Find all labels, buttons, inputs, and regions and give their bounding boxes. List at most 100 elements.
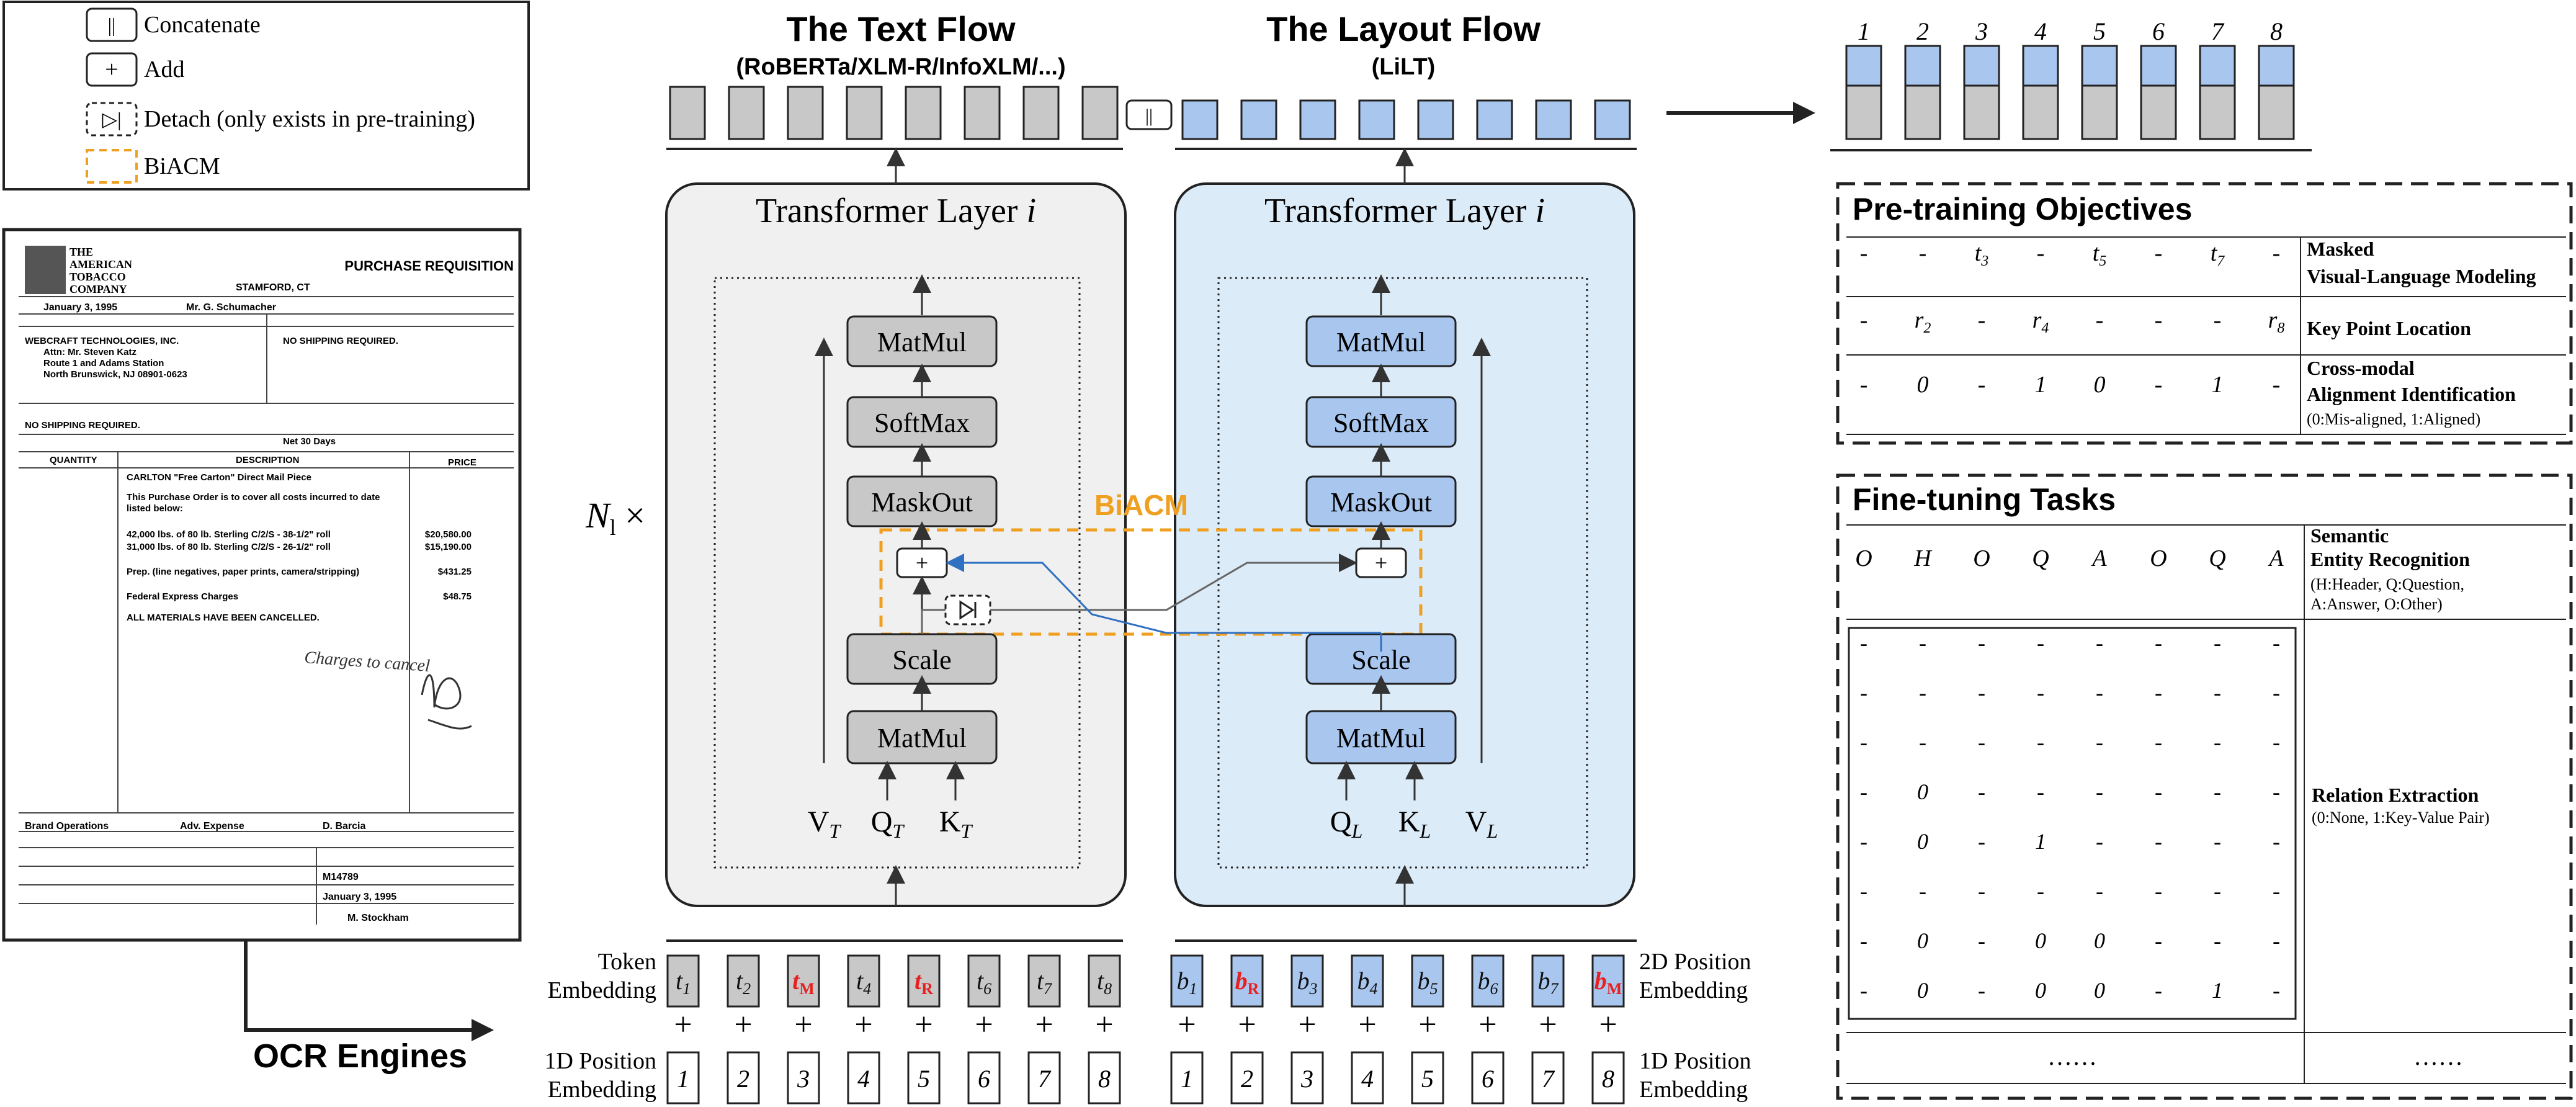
output-layout-part (2258, 45, 2295, 87)
doc-col-quantity: QUANTITY (50, 455, 97, 465)
company-line-1: AMERICAN (69, 258, 132, 271)
text-token-label: t4 (856, 967, 871, 998)
pt-cell: - (2037, 240, 2045, 266)
company-line-2: TOBACCO (69, 271, 126, 283)
output-text-part (2022, 84, 2059, 140)
biacm-region (879, 528, 1423, 636)
re-cell: - (2214, 879, 2221, 903)
pt-cell: - (2155, 372, 2163, 398)
doc-supplier-0: WEBCRAFT TECHNOLOGIES, INC. (25, 336, 179, 346)
re-cell: - (2155, 879, 2162, 903)
re-cell: 0 (2035, 978, 2046, 1003)
text-input-1: QT (871, 805, 905, 842)
re-cell: - (2096, 730, 2103, 755)
text-add-sign: + (1035, 1007, 1053, 1042)
layout-position-box (1531, 1051, 1565, 1105)
text-input-0: VT (808, 805, 842, 842)
text-flow-arrows (815, 148, 965, 906)
layout-position-id: 2 (1241, 1065, 1253, 1093)
re-cell: - (2155, 730, 2162, 755)
re-cell: - (1978, 730, 1985, 755)
text-token-box (727, 954, 760, 1008)
layout-flow-subtitle: (LiLT) (1372, 54, 1436, 80)
pt-label: Alignment Identification (2307, 383, 2516, 405)
text-softmax-label: SoftMax (874, 408, 970, 438)
pt-cell: - (1919, 240, 1927, 266)
company-line-0: THE (69, 246, 93, 258)
pt-cell: - (1860, 372, 1868, 398)
text-add-sign: + (794, 1007, 812, 1042)
output-layout-part (1904, 45, 1941, 87)
pos2d-embedding-label-1: Embedding (1639, 977, 1748, 1003)
re-cell: - (1860, 630, 1867, 655)
output-index: 6 (2152, 17, 2165, 45)
text-position-box (847, 1051, 880, 1105)
text-position-box (787, 1051, 820, 1105)
pos1d-embedding-label-right-1: Embedding (1639, 1077, 1748, 1103)
re-matrix-box (1848, 627, 2297, 1020)
layout-position-box (1290, 1051, 1324, 1105)
doc-supplier-2: Route 1 and Adams Station (43, 358, 164, 369)
text-token-box (967, 954, 1001, 1008)
ocr-arrow (244, 940, 494, 1041)
re-cell: - (2037, 779, 2044, 804)
text-input-2: KT (939, 805, 973, 842)
layout-input-0: QL (1330, 805, 1362, 842)
re-cell: 0 (1917, 978, 1928, 1003)
layout-position-box (1411, 1051, 1444, 1105)
layout-attention-region (1217, 277, 1588, 869)
pt-cell: 1 (2212, 372, 2224, 398)
legend-box (2, 1, 530, 190)
biacm-label: BiACM (1094, 489, 1188, 521)
pretraining-title: Pre-training Objectives (1853, 192, 2192, 226)
ser-label: Semantic (2310, 524, 2389, 547)
re-cell: - (2155, 829, 2162, 854)
layout-add-sign: + (1178, 1007, 1196, 1042)
text-maskout-label: MaskOut (871, 487, 973, 518)
layout-token-box (1230, 954, 1264, 1008)
text-transformer-label: Transformer Layer i (756, 192, 1036, 230)
re-cell: - (1860, 829, 1867, 854)
pt-label: Cross-modal (2307, 357, 2415, 379)
token-embedding-label-1: Embedding (548, 977, 656, 1003)
legend: || Concatenate + Add ▷| Detach (only exi… (2, 1, 530, 190)
biacm-connections (921, 554, 1382, 652)
layout-add-sign: + (1418, 1007, 1436, 1042)
company-line-3: COMPANY (69, 283, 127, 295)
re-cell: - (1860, 928, 1867, 953)
output-layout-part (2022, 45, 2059, 87)
doc-line-items: CARLTON "Free Carton" Direct Mail Piece … (127, 472, 472, 623)
doc-title: PURCHASE REQUISITION (344, 258, 514, 274)
re-cell: - (1860, 978, 1867, 1003)
pt-cell: - (2096, 307, 2104, 333)
legend-label-detach: Detach (only exists in pre-training) (144, 106, 475, 132)
re-cell: 0 (2094, 978, 2105, 1003)
doc-line: ALL MATERIALS HAVE BEEN CANCELLED. (127, 612, 320, 623)
doc-signature-scribble (421, 674, 472, 730)
text-add-sign: + (975, 1007, 993, 1042)
re-cell: 0 (2094, 928, 2105, 953)
text-position-box (727, 1051, 760, 1105)
output-text-part (2258, 84, 2295, 140)
layout-transformer-label: Transformer Layer i (1264, 192, 1545, 230)
layout-token-label: b7 (1538, 967, 1559, 998)
text-token-label: t8 (1097, 967, 1112, 998)
doc-supplier-3: North Brunswick, NJ 08901-0623 (43, 369, 187, 380)
text-token-label: t1 (676, 967, 691, 998)
ser-label: (H:Header, Q:Question, (2310, 575, 2464, 593)
text-token-label: t6 (977, 967, 991, 998)
re-cell: - (2214, 730, 2221, 755)
pt-cell: t3 (1975, 240, 1989, 269)
text-matmul-bottom-label: MatMul (877, 723, 967, 753)
text-position-id: 6 (978, 1065, 990, 1093)
legend-label-concatenate: Concatenate (144, 12, 261, 38)
output-text-part (2081, 84, 2118, 140)
text-output-box (846, 86, 883, 140)
re-cell: - (2273, 879, 2280, 903)
layout-token-box (1531, 954, 1565, 1008)
layout-output-box (1299, 99, 1336, 140)
text-position-id: 1 (677, 1065, 689, 1093)
text-position-box (666, 1051, 700, 1105)
